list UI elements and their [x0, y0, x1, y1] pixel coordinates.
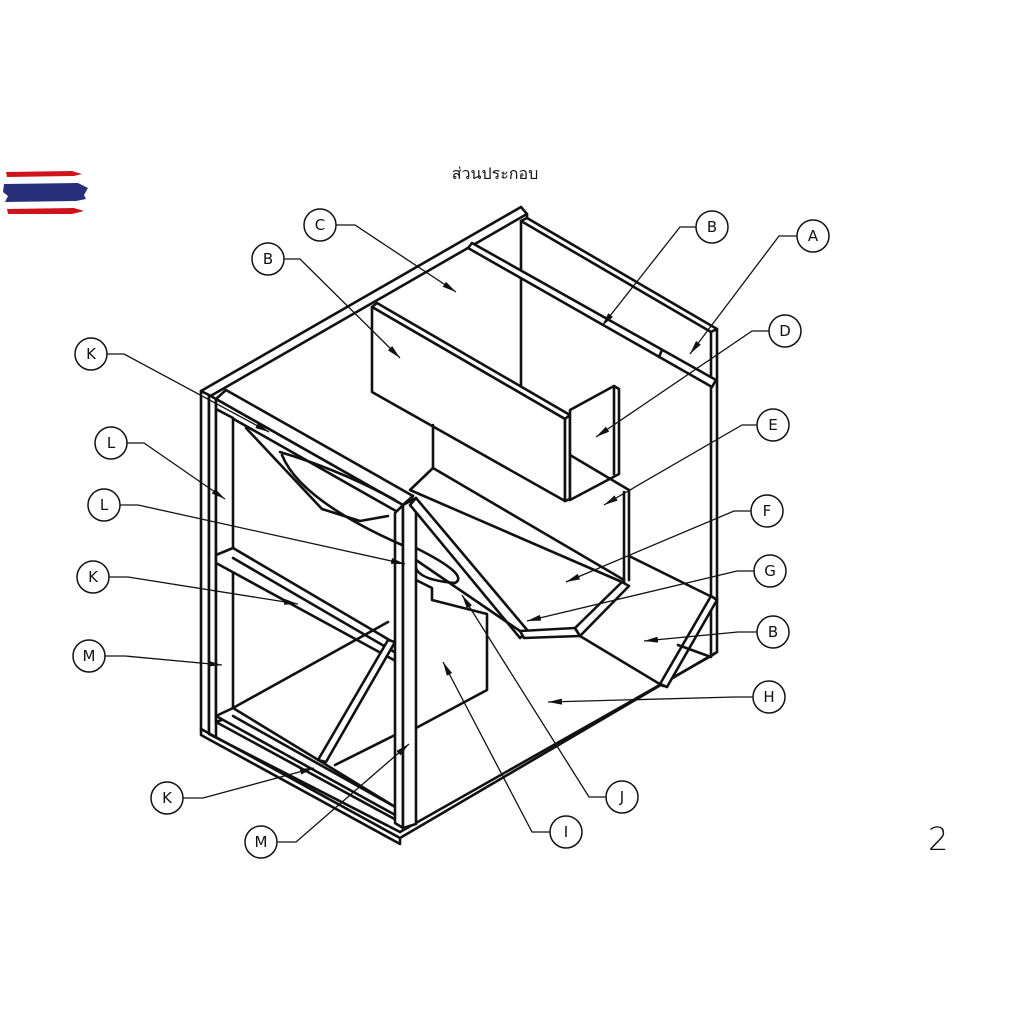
- svg-text:E: E: [768, 416, 777, 434]
- leader-lines: [105, 224, 797, 843]
- svg-text:C: C: [315, 216, 325, 234]
- svg-text:I: I: [564, 823, 568, 841]
- page-title: ส่วนประกอบ: [451, 164, 539, 183]
- callout-h: H: [752, 680, 786, 714]
- callout-g: G: [753, 554, 787, 588]
- callout-b-top-left: B: [251, 242, 285, 276]
- svg-text:B: B: [263, 250, 273, 268]
- svg-text:K: K: [86, 345, 97, 363]
- cabinet-outline: [199, 205, 719, 846]
- callout-e: E: [756, 408, 790, 442]
- svg-text:A: A: [808, 227, 819, 245]
- svg-text:F: F: [763, 502, 772, 520]
- svg-text:H: H: [763, 688, 774, 706]
- callout-j: J: [605, 780, 639, 814]
- callout-m-2: M: [244, 825, 278, 859]
- callout-k-2: K: [76, 560, 110, 594]
- callout-a: A: [796, 219, 830, 253]
- svg-text:D: D: [779, 322, 791, 340]
- callout-i: I: [549, 815, 583, 849]
- page-number: 2: [928, 820, 949, 858]
- svg-text:M: M: [83, 647, 96, 665]
- svg-text:B: B: [768, 623, 778, 641]
- svg-text:L: L: [107, 434, 116, 452]
- svg-text:B: B: [707, 218, 717, 236]
- svg-text:G: G: [764, 562, 776, 580]
- svg-text:L: L: [100, 496, 109, 514]
- thailand-flag-icon: [3, 171, 88, 214]
- callout-f: F: [750, 494, 784, 528]
- svg-text:J: J: [619, 788, 624, 806]
- callout-b-right: B: [756, 615, 790, 649]
- svg-text:K: K: [88, 568, 99, 586]
- callout-c-top: C: [303, 208, 337, 242]
- callout-l-2: L: [87, 488, 121, 522]
- callout-b-top-right: B: [695, 210, 729, 244]
- callout-k-3: K: [150, 781, 184, 815]
- callout-l-1: L: [94, 426, 128, 460]
- callout-d: D: [768, 314, 802, 348]
- callout-k-1: K: [74, 337, 108, 371]
- svg-text:M: M: [255, 833, 268, 851]
- callout-m-1: M: [72, 639, 106, 673]
- svg-text:K: K: [162, 789, 173, 807]
